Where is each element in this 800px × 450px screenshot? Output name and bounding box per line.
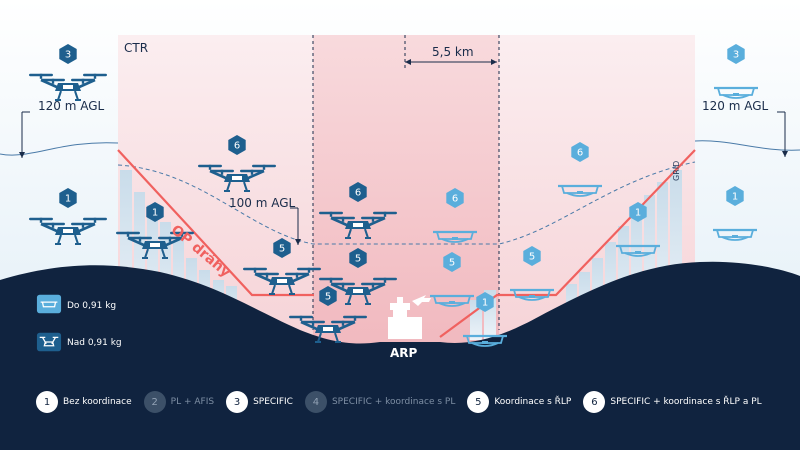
category-badge-number: 1: [65, 194, 71, 205]
category-badge-icon: [443, 252, 461, 272]
category-badge-number: 5: [449, 258, 455, 269]
heavy-drone-icon: 5: [243, 238, 321, 294]
heavy-drone-icon: 6: [319, 182, 397, 238]
light-drone-icon: 1: [461, 292, 509, 348]
approach-zone: [313, 35, 499, 345]
distance-arrow: [405, 59, 497, 65]
category-badge-number: 1: [482, 298, 488, 309]
category-badge-number: 5: [279, 244, 285, 255]
distance-label: 5,5 km: [432, 45, 474, 59]
grid-label: GRID: [672, 160, 681, 181]
category-badge-number: 3: [733, 50, 739, 61]
category-badge-icon: [228, 135, 246, 155]
category-badge-icon: [629, 202, 647, 222]
category-badge-number: 3: [65, 50, 71, 61]
legend-label: Koordinace s ŘLP: [494, 397, 572, 407]
legend-item-1: 1 Bez koordinace: [36, 391, 136, 413]
category-badge-number: 6: [355, 188, 361, 199]
legend-number: 2: [143, 391, 166, 413]
legend-number: 1: [36, 391, 58, 413]
category-badge-icon: [476, 292, 494, 312]
heavy-drone-icon: 1: [116, 202, 194, 258]
legend-number: 6: [583, 391, 606, 413]
category-badge-number: 5: [325, 292, 331, 303]
category-badge-icon: [726, 186, 744, 206]
legend-item-4: 4 SPECIFIC + koordinace s PL: [304, 391, 459, 413]
category-badge-number: 6: [234, 141, 240, 152]
category-badge-icon: [446, 188, 464, 208]
category-badge-icon: [59, 188, 77, 208]
heavy-drone-icon: 5: [289, 286, 367, 342]
heavy-drone-icon: 5: [319, 248, 397, 304]
category-badge-icon: [319, 286, 337, 306]
light-drone-icon: 1: [711, 186, 759, 242]
legend-label: SPECIFIC + koordinace s PL: [331, 397, 456, 407]
category-badge-number: 6: [452, 194, 458, 205]
legend-label: SPECIFIC + koordinace s ŘLP a PL: [610, 397, 762, 407]
light-drone-icon: 1: [614, 202, 662, 258]
agl-100-curve: [117, 161, 696, 245]
heavy-drone-icon: 6: [198, 135, 276, 191]
op-line-right: [439, 149, 696, 338]
category-badge-number: 5: [355, 254, 361, 265]
light-drone-icon: 5: [508, 246, 556, 302]
drones-layer: 3 3 6 6 1 1 6 6 1 1 5 5 5 5 5 1: [29, 44, 760, 348]
agl-label-right: 120 m AGL: [702, 99, 769, 113]
category-badge-icon: [273, 238, 291, 258]
light-drone-icon: [36, 294, 62, 314]
heavy-drone-icon: 3: [29, 44, 107, 100]
light-drone-icon: 3: [712, 44, 760, 100]
heavy-drone-icon: [36, 332, 62, 352]
category-badge-number: 5: [529, 252, 535, 263]
legend-label: PL + AFIS: [170, 397, 215, 407]
category-badge-icon: [59, 44, 77, 64]
legend-label: Bez koordinace: [63, 397, 132, 407]
category-badge-number: 6: [577, 148, 583, 159]
category-badge-icon: [146, 202, 164, 222]
category-badge-number: 1: [635, 208, 641, 219]
agl-label-mid: 100 m AGL: [229, 196, 296, 210]
category-badge-number: 1: [152, 208, 158, 219]
weight-light-label: Do 0,91 kg: [67, 301, 117, 311]
arp-tower: [388, 295, 431, 339]
weight-heavy-label: Nad 0,91 kg: [67, 338, 122, 348]
category-badge-icon: [349, 182, 367, 202]
category-badge-icon: [349, 248, 367, 268]
legend-item-2: 2 PL + AFIS: [143, 391, 218, 413]
arp-label: ARP: [390, 346, 418, 360]
light-drone-icon: 6: [556, 142, 604, 198]
light-drone-icon: 6: [431, 188, 479, 244]
heavy-drone-icon: 1: [29, 188, 107, 244]
light-drone-icon: 5: [428, 252, 476, 308]
category-badge-icon: [523, 246, 541, 266]
legend-item-6: 6 SPECIFIC + koordinace s ŘLP a PL: [583, 391, 765, 413]
legend-item-5: 5 Koordinace s ŘLP: [467, 391, 575, 413]
category-badge-icon: [571, 142, 589, 162]
category-badge-icon: [727, 44, 745, 64]
legend-number: 4: [304, 391, 327, 413]
agl-label-left: 120 m AGL: [38, 99, 105, 113]
category-legend: 1 Bez koordinace 2 PL + AFIS 3 SPECIFIC …: [36, 388, 766, 416]
legend-number: 3: [226, 391, 249, 413]
legend-label: SPECIFIC: [253, 397, 293, 407]
category-badge-number: 1: [732, 192, 738, 203]
legend-item-3: 3 SPECIFIC: [226, 391, 297, 413]
legend-number: 5: [467, 391, 490, 413]
ctr-label: CTR: [124, 41, 149, 55]
